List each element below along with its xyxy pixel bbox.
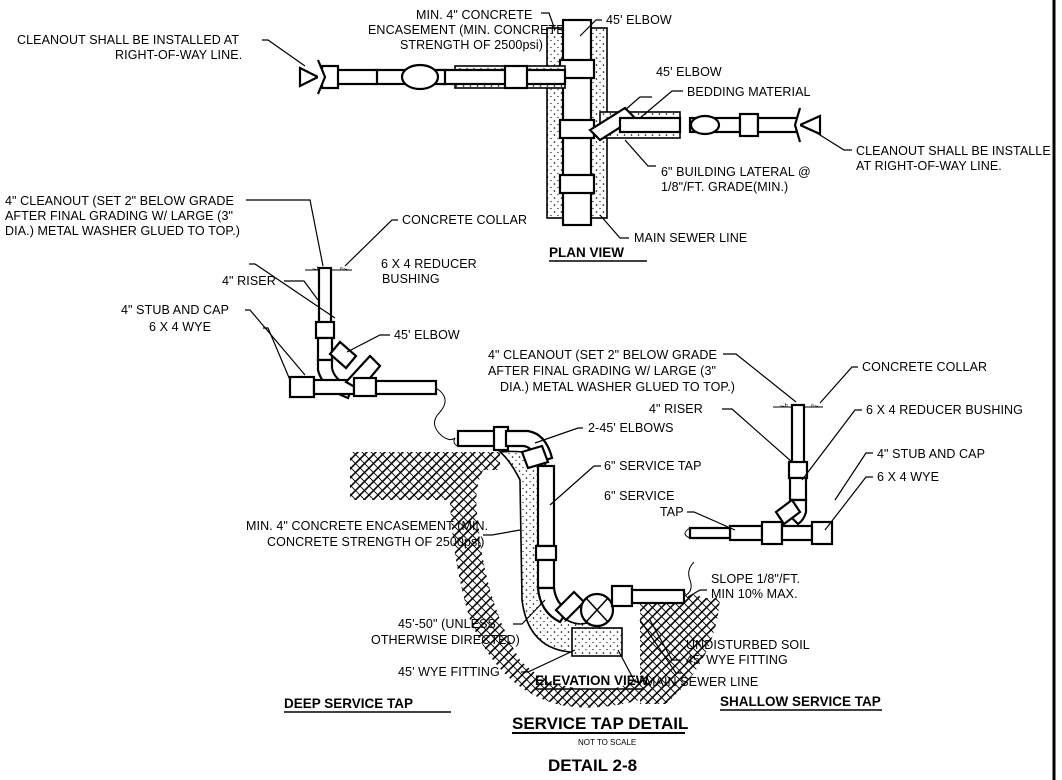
deep-tap-riser: ~ᵇ ᵉ~ [288, 265, 438, 400]
plan-main-sewer-label: MAIN SEWER LINE [634, 231, 747, 245]
deep-cleanout-label-1: 4" CLEANOUT (SET 2" BELOW GRADE [5, 194, 234, 208]
shallow-wye-fitting-label: 45' WYE FITTING [686, 653, 788, 667]
elevation-view-title: ELEVATION VIEW [535, 673, 649, 688]
plan-bedding-label: BEDDING MATERIAL [687, 85, 811, 99]
deep-angle-label-1: 45'-50" (UNLESS [398, 617, 496, 631]
shallow-cleanout-label-3: DIA.) METAL WASHER GLUED TO TOP.) [500, 380, 735, 394]
deep-reducer-label-1: 6 X 4 REDUCER [381, 257, 477, 271]
pipe-break-line-right [683, 561, 695, 597]
shallow-slope-label-2: MIN 10% MAX. [711, 587, 798, 601]
plan-cleanout-left-label-2: RIGHT-OF-WAY LINE. [115, 48, 242, 62]
plan-leaders [262, 12, 852, 239]
shallow-service-tap-label-1: 6" SERVICE [604, 489, 675, 503]
shallow-service-tap-title: SHALLOW SERVICE TAP [720, 694, 881, 709]
deep-wye-fitting-label: 45' WYE FITTING [398, 665, 500, 679]
deep-collar-label: CONCRETE COLLAR [402, 213, 527, 227]
svg-text:~ᵇ: ~ᵇ [312, 265, 320, 274]
drawing-title: SERVICE TAP DETAIL [512, 714, 688, 733]
deep-cleanout-label-2: AFTER FINAL GRADING W/ LARGE (3" [5, 209, 233, 223]
shallow-soil-label: UNDISTURBED SOIL [686, 638, 810, 652]
deep-encasement-label-1: MIN. 4" CONCRETE ENCASEMENT (MIN. [246, 519, 488, 533]
drawing-subtitle: NOT TO SCALE [578, 738, 636, 747]
deep-stub-label: 4" STUB AND CAP [121, 303, 229, 317]
deep-cleanout-label-3: DIA.) METAL WASHER GLUED TO TOP.) [5, 224, 240, 238]
deep-elbows-label: 2-45' ELBOWS [588, 421, 674, 435]
shallow-stub-label: 4" STUB AND CAP [877, 447, 985, 461]
deep-elbow-label: 45' ELBOW [394, 328, 460, 342]
shallow-wye-label: 6 X 4 WYE [877, 470, 939, 484]
shallow-main-sewer-label: MAIN SEWER LINE [645, 675, 758, 689]
svg-text:~ᵇ: ~ᵇ [780, 402, 788, 411]
shallow-riser-label: 4" RISER [649, 402, 703, 416]
deep-riser-label: 4" RISER [222, 274, 276, 288]
shallow-cleanout-label-1: 4" CLEANOUT (SET 2" BELOW GRADE [488, 348, 717, 362]
plan-lateral-label-2: 1/8"/FT. GRADE(MIN.) [661, 180, 788, 194]
plan-elbow-top-label: 45' ELBOW [606, 13, 672, 27]
shallow-tap-leaders [687, 353, 873, 531]
pipe-break-line-left [434, 387, 456, 441]
detail-number: DETAIL 2-8 [548, 756, 637, 775]
plan-view-drawing [298, 18, 822, 227]
plan-encasement-label-2: ENCASEMENT (MIN. CONCRETE [368, 23, 565, 37]
plan-cleanout-right-label-1: CLEANOUT SHALL BE INSTALLE [856, 144, 1051, 158]
plan-view-title: PLAN VIEW [549, 245, 624, 260]
shallow-collar-label: CONCRETE COLLAR [862, 360, 987, 374]
plan-encasement-label-1: MIN. 4" CONCRETE [416, 8, 532, 22]
svg-text:ᵉ~: ᵉ~ [340, 265, 348, 274]
elevation-soil [350, 452, 720, 708]
shallow-reducer-label: 6 X 4 REDUCER BUSHING [866, 403, 1023, 417]
plan-elbow-mid-label: 45' ELBOW [656, 65, 722, 79]
deep-service-tap-label: 6" SERVICE TAP [604, 459, 702, 473]
shallow-tap-drawing: ~ᵇ ᵉ~ [684, 402, 834, 546]
plan-cleanout-right-label-2: AT RIGHT-OF-WAY LINE. [856, 159, 1002, 173]
deep-tap-leaders [245, 199, 398, 381]
deep-angle-label-2: OTHERWISE DIRECTED) [371, 633, 520, 647]
elevation-leaders [483, 427, 707, 683]
deep-wye-label: 6 X 4 WYE [149, 320, 211, 334]
deep-service-tap-title: DEEP SERVICE TAP [284, 696, 413, 711]
plan-cleanout-left-label-1: CLEANOUT SHALL BE INSTALLED AT [17, 33, 239, 47]
deep-encasement-label-2: CONCRETE STRENGTH OF 2500psi) [267, 535, 485, 549]
svg-text:ᵉ~: ᵉ~ [811, 402, 819, 411]
plan-lateral-label-1: 6" BUILDING LATERAL @ [661, 165, 811, 179]
shallow-service-tap-label-2: TAP [660, 505, 684, 519]
plan-encasement-label-3: STRENGTH OF 2500psi) [400, 38, 543, 52]
shallow-cleanout-label-2: AFTER FINAL GRADING W/ LARGE (3" [488, 364, 716, 378]
elevation-pipes [456, 425, 686, 657]
shallow-slope-label-1: SLOPE 1/8"/FT. [711, 572, 800, 586]
deep-reducer-label-2: BUSHING [382, 272, 440, 286]
